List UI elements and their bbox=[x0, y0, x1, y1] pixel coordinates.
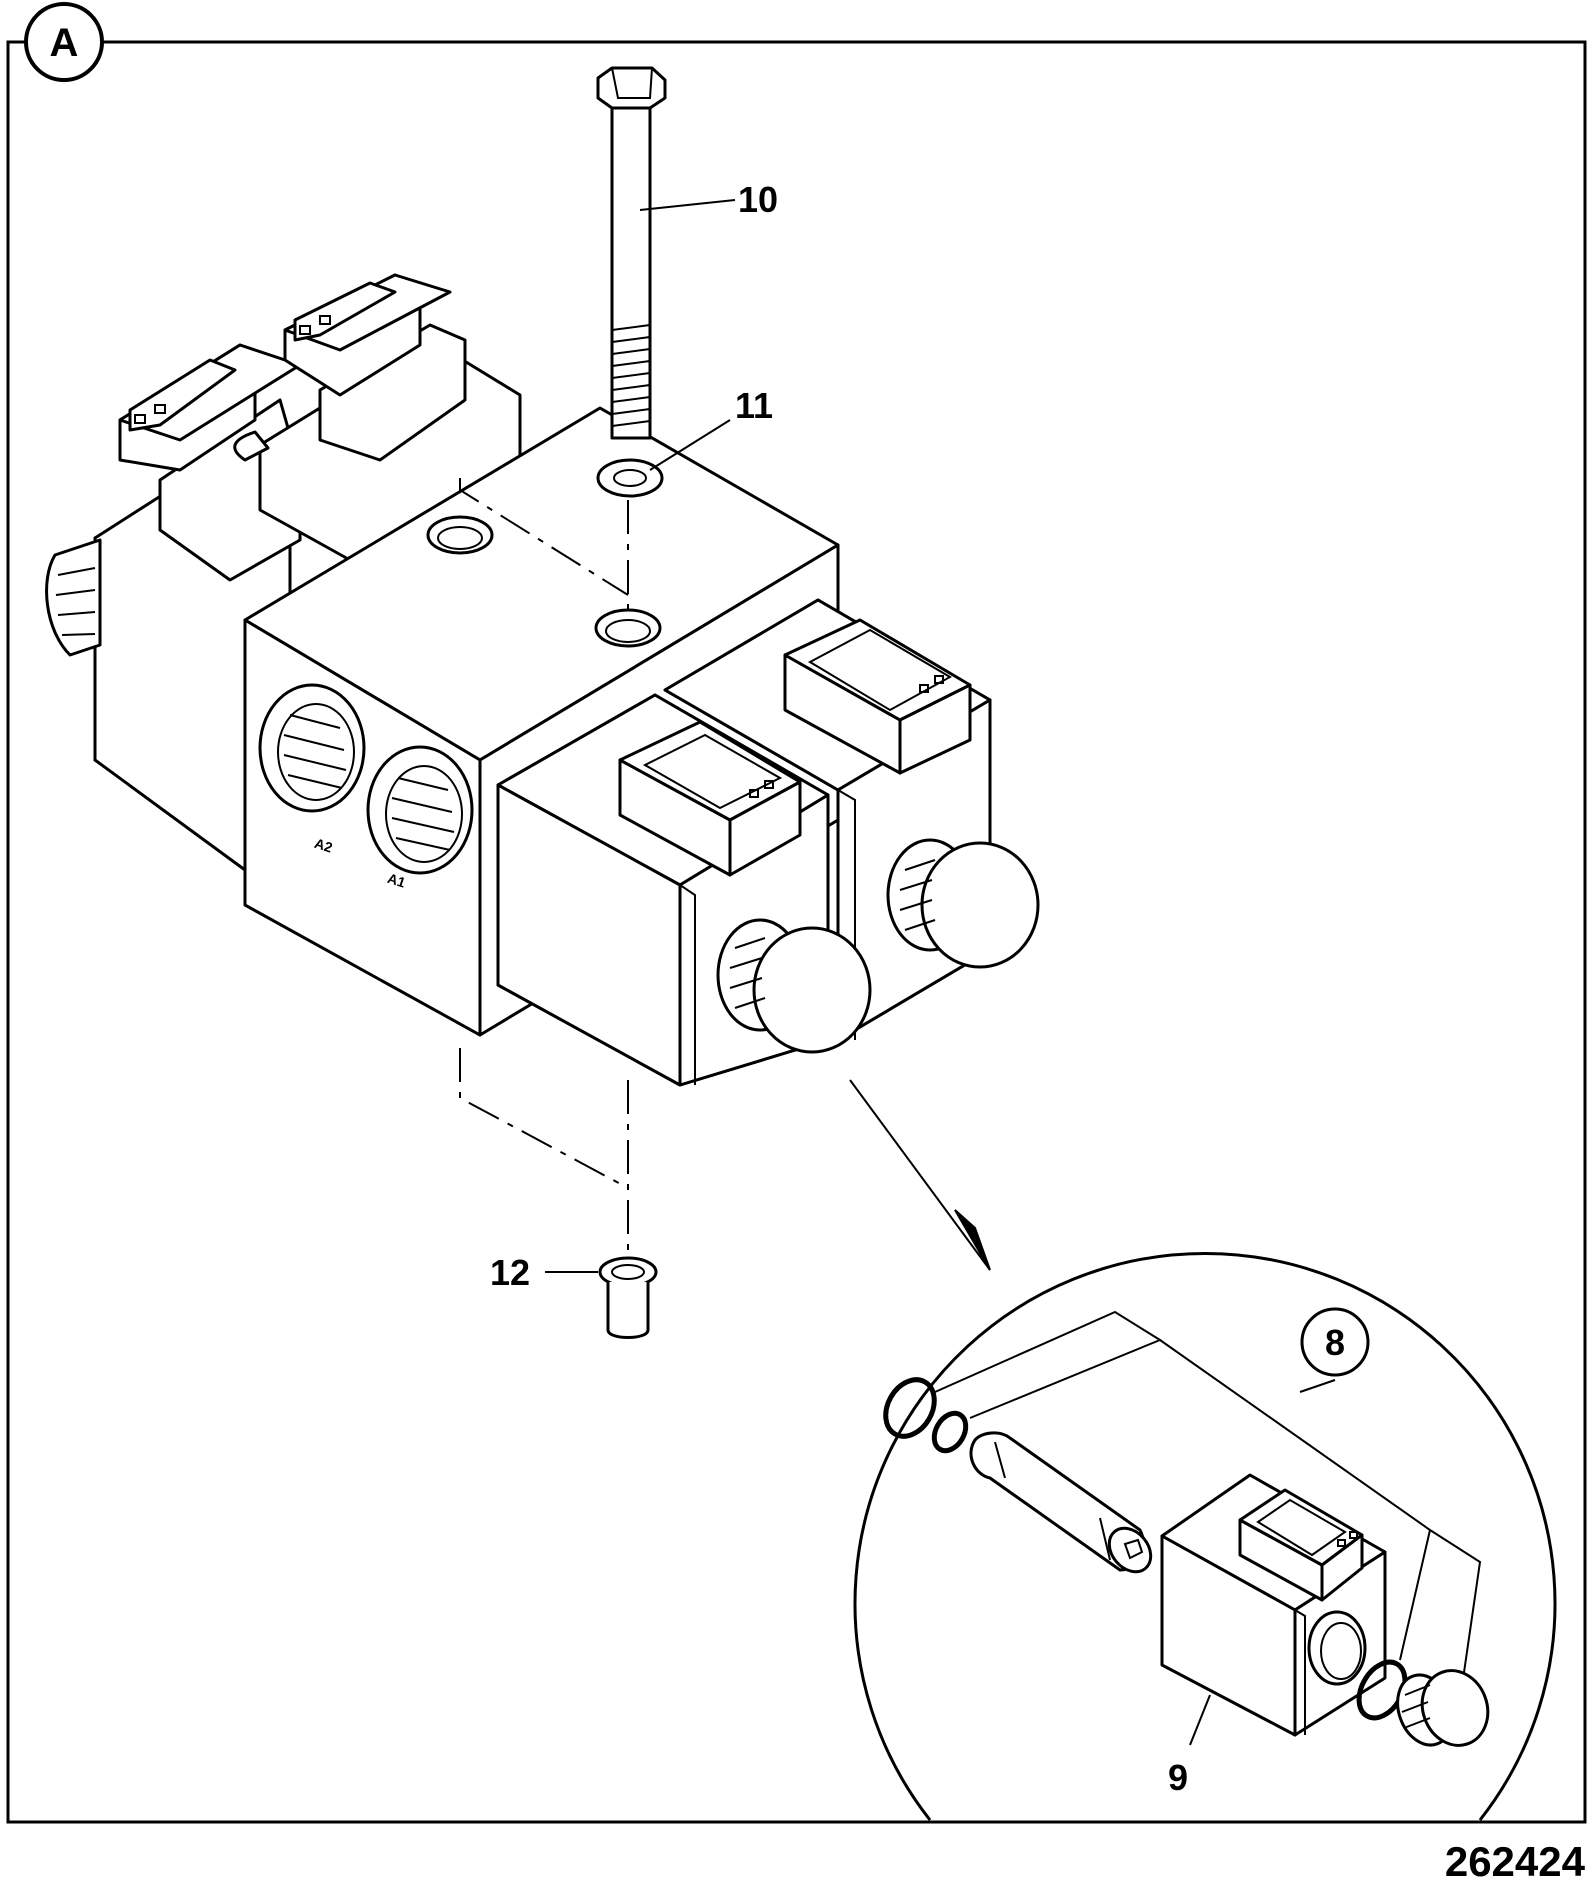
view-label: A bbox=[50, 21, 79, 65]
callout-11: 11 bbox=[735, 385, 773, 426]
o-ring-large bbox=[883, 1377, 937, 1439]
mounting-hole-rear bbox=[426, 515, 494, 555]
callout-10: 10 bbox=[738, 179, 778, 220]
callout-8-circle bbox=[1300, 1307, 1370, 1377]
sleeve-part-12 bbox=[598, 1256, 658, 1339]
diagram-frame bbox=[6, 40, 1587, 1824]
front-solenoid-back bbox=[663, 598, 1040, 1042]
detail-view-circle: 8 9 bbox=[853, 1252, 1557, 1821]
washer-part-11 bbox=[596, 458, 664, 498]
port-a2 bbox=[258, 683, 366, 813]
o-ring-small bbox=[931, 1410, 969, 1454]
callout-9: 9 bbox=[1168, 1757, 1188, 1798]
mounting-hole-front bbox=[594, 608, 662, 648]
front-solenoid-front bbox=[496, 693, 872, 1087]
bolt-part-10 bbox=[596, 66, 667, 440]
coil-knob bbox=[1396, 1669, 1490, 1747]
view-label-badge: A bbox=[24, 2, 104, 82]
port-a1 bbox=[366, 745, 474, 875]
figure-id: 262424 bbox=[1445, 1838, 1586, 1885]
rear-solenoid-right bbox=[233, 273, 522, 562]
callout-8: 8 bbox=[1325, 1322, 1345, 1363]
callout-12: 12 bbox=[490, 1252, 530, 1293]
port-label-a2: A2 bbox=[313, 835, 335, 856]
detail-pointer-arrow bbox=[954, 1209, 991, 1271]
port-label-a1: A1 bbox=[386, 870, 408, 891]
solenoid-coil-part-9 bbox=[1160, 1473, 1387, 1737]
valve-cartridge bbox=[969, 1431, 1153, 1574]
